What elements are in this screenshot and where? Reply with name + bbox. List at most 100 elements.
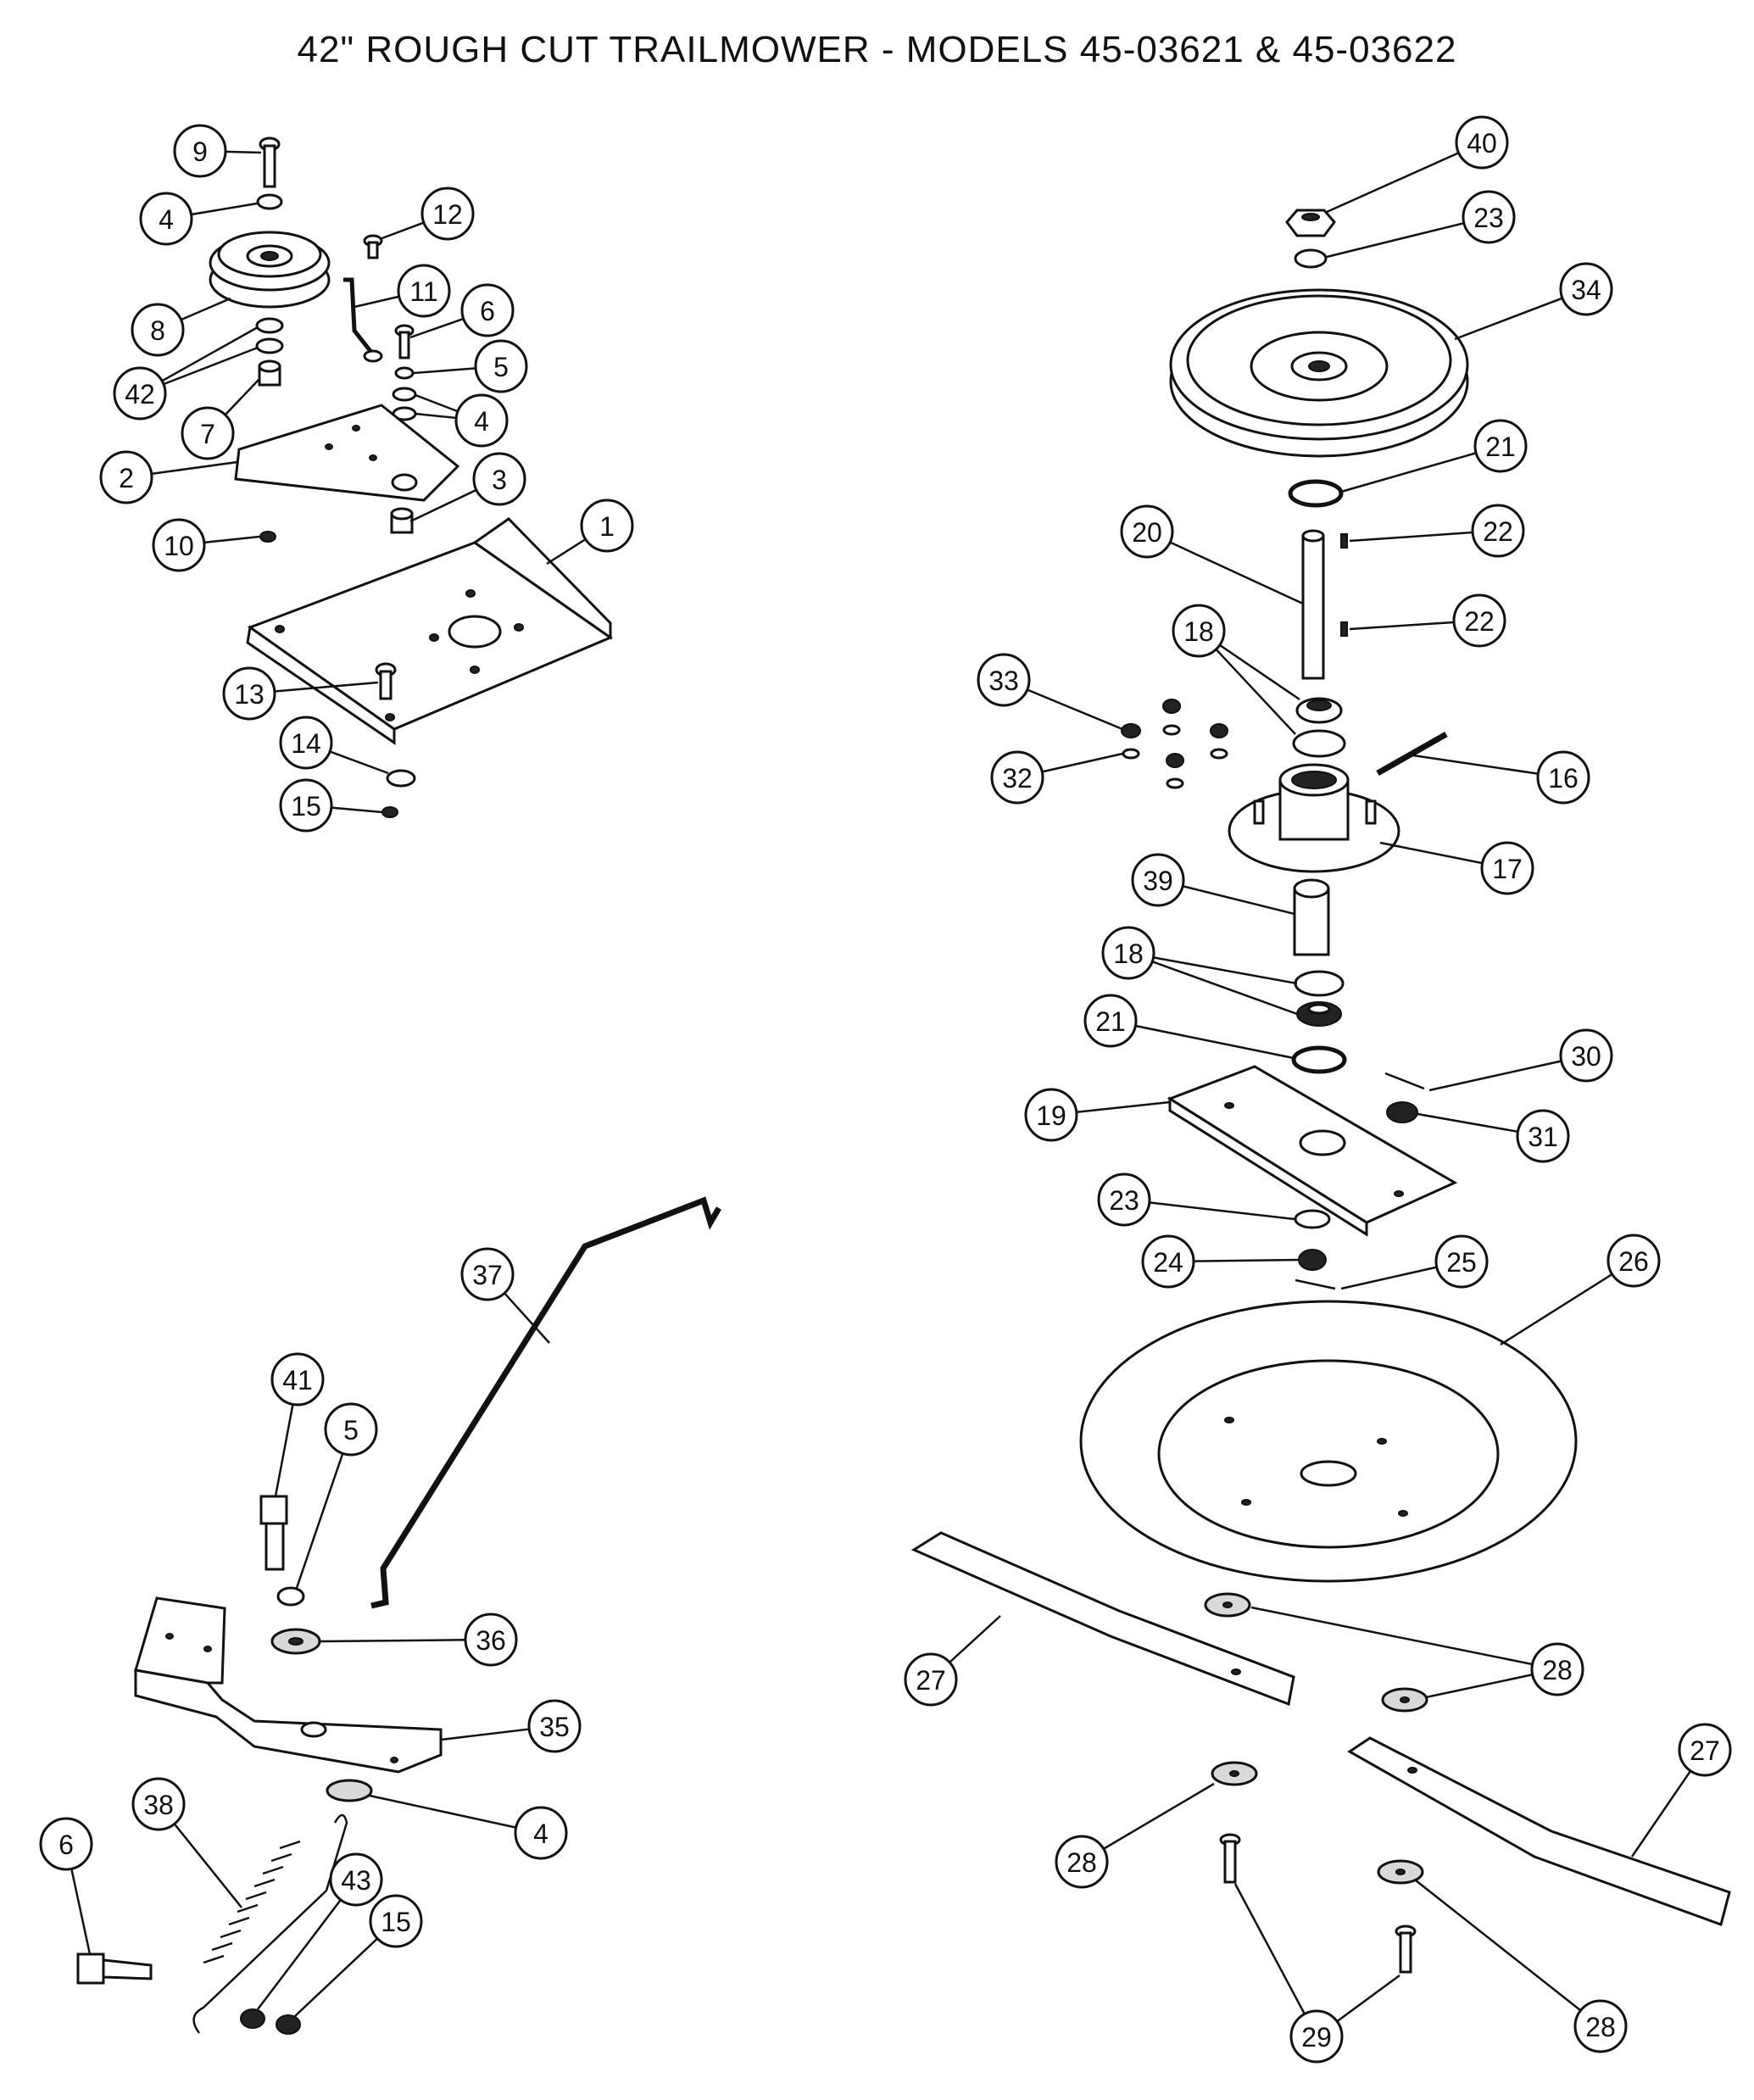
leader-line	[257, 1899, 342, 2010]
callout-circle	[1606, 1234, 1661, 1288]
leader-line	[1219, 643, 1300, 701]
part-spindle-shaft-20	[1301, 529, 1325, 680]
callout-circle	[990, 750, 1044, 805]
callout-circle	[1055, 1835, 1109, 1889]
callout-circle	[131, 1777, 186, 1831]
part-bolt-6	[394, 324, 415, 359]
callout-number: 27	[1690, 1735, 1720, 1766]
callout-38: 38	[131, 1777, 242, 1908]
part-washer-4b	[392, 387, 417, 402]
leader-line	[413, 367, 476, 375]
callout-number: 22	[1483, 516, 1513, 547]
spindle-assembly	[910, 209, 1731, 1974]
callout-number: 2	[119, 463, 134, 493]
callout-circle	[580, 499, 634, 553]
callout-36: 36	[320, 1613, 518, 1667]
part-nut-10	[259, 531, 276, 543]
callout-number: 36	[476, 1625, 506, 1656]
callout-10: 10	[152, 518, 260, 572]
part-nut-15	[381, 806, 398, 818]
leader-line	[181, 297, 231, 321]
callout-34: 34	[1454, 262, 1613, 341]
leader-line	[1454, 297, 1563, 341]
leader-line	[1250, 1606, 1533, 1666]
callout-number: 30	[1571, 1041, 1601, 1072]
callout-number: 12	[432, 199, 463, 230]
part-blade-disc-26	[1079, 1300, 1578, 1583]
part-washer-14	[386, 769, 416, 788]
part-snap-ring-21	[1288, 479, 1344, 508]
leader-line	[1425, 1674, 1533, 1699]
callout-circle	[1573, 1999, 1628, 2053]
callout-number: 16	[1548, 763, 1579, 794]
diagram-title: 42" ROUGH CUT TRAILMOWER - MODELS 45-036…	[297, 29, 1457, 70]
leader-line	[329, 750, 389, 775]
callout-circle	[1536, 750, 1590, 805]
part-key-22a	[1340, 533, 1348, 549]
leader-line	[274, 1404, 294, 1497]
callout-27b: 27	[1630, 1723, 1732, 1858]
part-nut-15b	[276, 2014, 301, 2035]
callout-4c: 4	[369, 1794, 568, 1860]
part-blade-27b	[1347, 1736, 1731, 1926]
part-spacer-39	[1293, 878, 1330, 956]
callout-circle	[279, 716, 333, 770]
callout-circle	[324, 1402, 378, 1457]
callout-number: 26	[1618, 1246, 1649, 1277]
part-bracket-35	[134, 1596, 443, 1774]
callout-21b: 21	[1083, 994, 1295, 1060]
callout-circle	[279, 778, 333, 833]
callout-number: 43	[341, 1865, 371, 1896]
part-blade-27a	[910, 1531, 1295, 1707]
leader-line	[1406, 753, 1539, 775]
leader-line	[1326, 221, 1465, 259]
callout-number: 1	[599, 511, 615, 542]
callout-number: 28	[1542, 1655, 1573, 1685]
leader-line	[1149, 1201, 1295, 1221]
callout-number: 29	[1301, 2022, 1332, 2053]
callout-number: 23	[1473, 203, 1504, 233]
part-spacer-7	[258, 359, 281, 387]
callout-circle	[474, 339, 528, 393]
callout-number: 7	[200, 419, 215, 449]
callout-number: 18	[1113, 939, 1144, 969]
callout-5b: 5	[295, 1402, 378, 1589]
part-spacer-3	[390, 507, 414, 534]
callout-circle	[152, 518, 206, 572]
callout-number: 25	[1446, 1247, 1477, 1278]
callout-40: 40	[1326, 115, 1509, 214]
callout-37: 37	[460, 1247, 550, 1344]
callout-17: 17	[1379, 841, 1534, 895]
callout-24: 24	[1141, 1234, 1300, 1289]
callout-number: 28	[1585, 2012, 1616, 2042]
callout-16: 16	[1406, 750, 1590, 805]
callout-circle	[270, 1352, 325, 1406]
callout-circle	[527, 1699, 582, 1753]
callout-4b: 4	[415, 393, 509, 448]
callout-number: 40	[1467, 128, 1497, 159]
leader-line	[1349, 531, 1473, 543]
callout-15b: 15	[294, 1894, 423, 2017]
callout-number: 35	[539, 1712, 570, 1742]
callout-number: 11	[409, 276, 437, 307]
part-spring-38	[192, 1813, 348, 2034]
callout-28a: 28	[1250, 1606, 1584, 1699]
leader-line	[1428, 1060, 1562, 1092]
leader-line	[224, 378, 260, 416]
leader-line	[163, 346, 259, 386]
leader-line	[1193, 1258, 1300, 1262]
callout-number: 28	[1066, 1847, 1097, 1878]
part-plate-2	[234, 404, 460, 502]
callout-circle	[1120, 504, 1174, 559]
callout-33: 33	[977, 653, 1123, 731]
callout-9: 9	[173, 124, 262, 178]
callout-circle	[1473, 419, 1528, 473]
part-hub-17	[1228, 763, 1400, 873]
part-idler-pulley-8	[209, 231, 331, 309]
leader-line	[409, 488, 477, 523]
part-control-rod-37	[370, 1196, 722, 1609]
leader-line	[1076, 1100, 1171, 1114]
leader-line	[1153, 956, 1298, 985]
callout-circle	[1678, 1723, 1732, 1777]
callout-3: 3	[409, 452, 526, 523]
